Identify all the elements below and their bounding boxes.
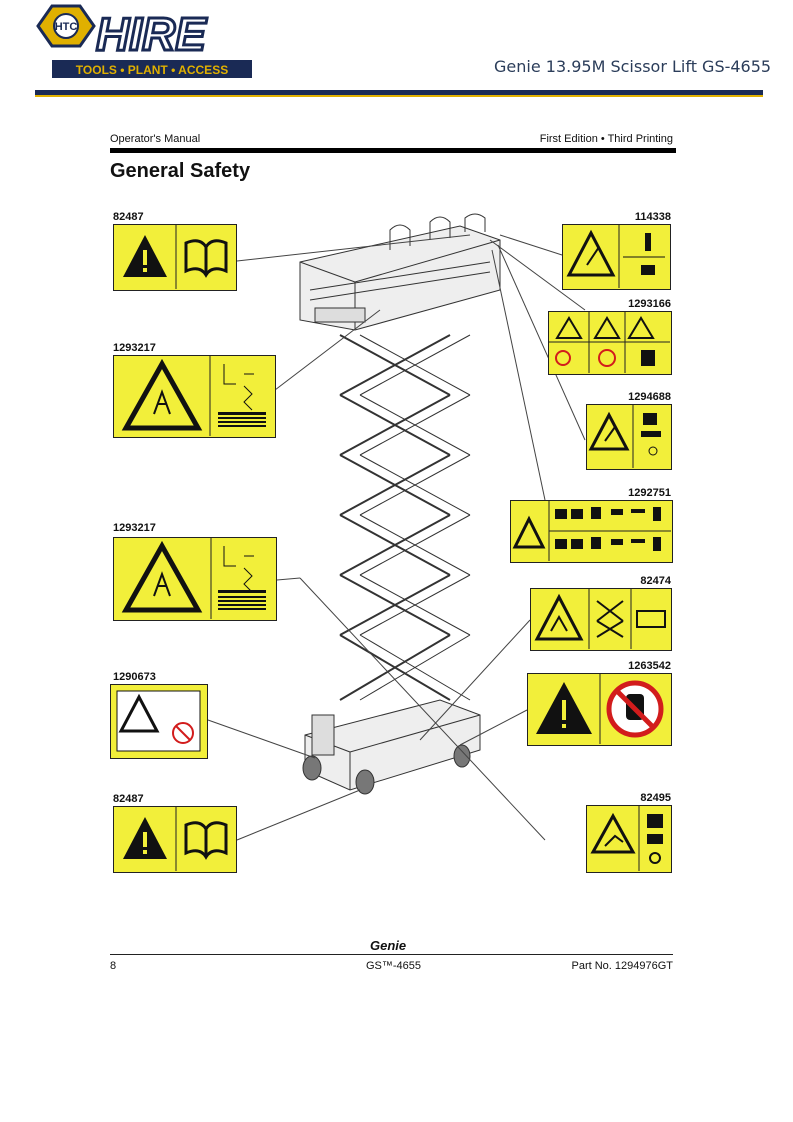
decal-number-1294688: 1294688 xyxy=(628,391,671,403)
decal-number-1263542: 1263542 xyxy=(628,660,671,672)
decal-number-1290673: 1290673 xyxy=(113,671,156,683)
warning-triangle-icon xyxy=(118,693,160,733)
document-title: Genie 13.95M Scissor Lift GS-4655 xyxy=(494,57,772,76)
decal-number-1293166: 1293166 xyxy=(628,298,671,310)
warning-triangle-icon xyxy=(121,358,203,431)
decal-number-114338: 114338 xyxy=(634,211,671,223)
model-name: GS™-4655 xyxy=(366,960,422,972)
decal-114338 xyxy=(562,224,671,290)
warning-triangle-icon xyxy=(566,229,616,277)
decal-82487-bottom xyxy=(113,806,237,873)
decal-1293166 xyxy=(548,311,672,375)
decal-1294688 xyxy=(586,404,672,470)
decal-number-82487-top: 82487 xyxy=(113,211,144,223)
decal-number-82495: 82495 xyxy=(640,792,671,804)
manual-name: Operator's Manual xyxy=(110,133,201,145)
prohibited-icon xyxy=(598,349,616,367)
section-title: General Safety xyxy=(110,160,251,182)
page-number: 8 xyxy=(110,960,117,972)
edition-info: First Edition • Third Printing xyxy=(539,133,673,145)
decal-1263542 xyxy=(527,673,672,746)
decal-number-82474: 82474 xyxy=(640,575,671,587)
genie-logo: Genie xyxy=(370,938,407,953)
warning-triangle-icon xyxy=(588,411,630,451)
decal-82495 xyxy=(586,805,672,873)
manual-book-icon xyxy=(184,239,228,278)
header-rule xyxy=(35,90,763,97)
warning-triangle-icon xyxy=(534,593,584,641)
decal-82487-top xyxy=(113,224,237,291)
logo-badge: HTC xyxy=(55,21,78,33)
warning-triangle-icon xyxy=(590,812,636,854)
warning-triangle-icon xyxy=(121,540,203,613)
part-number: Part No. 1294976GT xyxy=(571,960,673,972)
logo-word: HIRE xyxy=(96,8,207,60)
manual-book-icon xyxy=(184,821,228,860)
warning-triangle-icon xyxy=(512,515,546,549)
decal-82474 xyxy=(530,588,672,651)
decal-1293217-a xyxy=(113,355,276,438)
decal-number-1293217-a: 1293217 xyxy=(113,342,156,354)
decal-1293217-b xyxy=(113,537,277,621)
decal-number-1292751: 1292751 xyxy=(628,487,671,499)
prohibited-icon xyxy=(555,350,571,366)
decal-1292751 xyxy=(510,500,673,563)
prohibited-icon xyxy=(172,722,194,744)
decal-number-1293217-b: 1293217 xyxy=(113,522,156,534)
footer-rule xyxy=(110,954,673,955)
htc-hire-logo: HTC HIRE TOOLS • PLANT • ACCESS xyxy=(36,4,252,78)
decal-number-82487-bottom: 82487 xyxy=(113,793,144,805)
manual-rule xyxy=(110,148,676,153)
logo-tagline: TOOLS • PLANT • ACCESS xyxy=(76,63,228,77)
decal-1290673 xyxy=(110,684,208,759)
